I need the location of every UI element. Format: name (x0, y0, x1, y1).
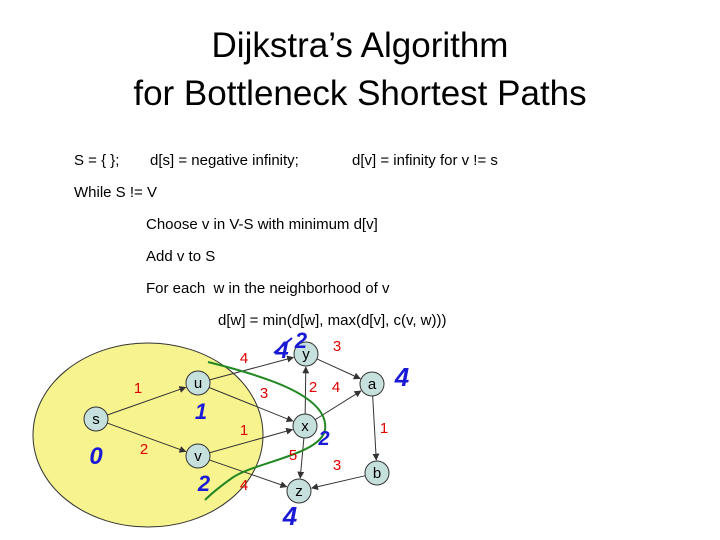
node-x-label: x (301, 418, 309, 435)
nodes-layer: s u v y x a z b (83, 341, 390, 504)
edge-weight-v-x: 1 (240, 422, 248, 439)
edge-weight-x-z: 5 (289, 447, 297, 464)
handwritten-note-x: 2 (317, 428, 329, 450)
handwritten-note-a: 4 (394, 362, 410, 392)
node-y-label: y (302, 346, 310, 363)
handwritten-note-z: 4 (282, 501, 298, 531)
code-choose: Choose v in V-S with minimum d[v] (146, 216, 378, 233)
slide-title-line-2: for Bottleneck Shortest Paths (133, 74, 587, 113)
handwritten-note-u: 1 (195, 399, 207, 424)
node-u-label: u (194, 375, 202, 392)
node-v-label: v (194, 448, 202, 465)
edge-weight-x-a: 4 (332, 379, 340, 396)
node-x-circle (292, 413, 318, 439)
node-z: z (286, 478, 312, 504)
node-y: y (293, 341, 319, 367)
node-u: u (185, 370, 211, 396)
edge-weight-x-y: 2 (309, 379, 317, 396)
edge-weight-u-y: 4 (240, 350, 248, 367)
handwritten-note-s: 0 (89, 443, 103, 470)
node-b: b (364, 460, 390, 486)
handwritten-note-v: 2 (197, 471, 211, 496)
edge-v-x (209, 427, 294, 454)
edge-weight-s-v: 2 (140, 441, 148, 458)
edge-u-y (209, 355, 295, 381)
node-s-label: s (92, 411, 100, 428)
edge-x-z (297, 437, 305, 479)
edge-s-u (107, 386, 187, 416)
edges-layer (107, 355, 380, 491)
code-for-each: For each w in the neighborhood of v (146, 280, 390, 297)
node-a-label: a (368, 376, 377, 393)
node-y-circle (293, 341, 319, 367)
edge-v-z (209, 459, 288, 488)
node-b-label: b (373, 465, 381, 482)
node-u-circle (185, 370, 211, 396)
code-init-ds: d[s] = negative infinity; (150, 152, 299, 169)
frontier-curve (204, 361, 327, 501)
code-update: d[w] = min(d[w], max(d[v], c(v, w))) (218, 312, 447, 329)
edge-x-y (302, 366, 310, 415)
edge-s-v (107, 422, 187, 453)
edge-weight-u-x: 3 (260, 385, 268, 402)
code-add: Add v to S (146, 248, 216, 265)
slide-title-line-1: Dijkstra’s Algorithm (211, 26, 509, 65)
edge-u-x (208, 387, 294, 423)
node-z-label: z (295, 483, 303, 500)
edge-weight-a-b: 1 (380, 420, 388, 437)
edge-weight-v-z: 4 (240, 477, 248, 494)
node-a: a (359, 371, 385, 397)
node-v-circle (185, 443, 211, 469)
node-z-circle (286, 478, 312, 504)
code-init-s: S = { }; (74, 152, 120, 169)
handwritten-note-y-new: 2 (294, 328, 308, 353)
node-s-circle (83, 406, 109, 432)
node-a-circle (359, 371, 385, 397)
node-b-circle (364, 460, 390, 486)
node-x: x (292, 413, 318, 439)
node-s: s (83, 406, 109, 432)
edge-b-z (310, 475, 366, 491)
strike-through-y-old (273, 337, 293, 354)
edge-y-a (316, 358, 361, 380)
code-while: While S != V (74, 184, 157, 201)
node-v: v (185, 443, 211, 469)
edge-a-b (372, 395, 380, 461)
edge-weight-b-z: 3 (333, 457, 341, 474)
edge-weight-y-a: 3 (333, 338, 341, 355)
edge-weight-s-u: 1 (134, 380, 142, 397)
visited-set-region (32, 342, 264, 528)
code-init-dv: d[v] = infinity for v != s (352, 152, 498, 169)
